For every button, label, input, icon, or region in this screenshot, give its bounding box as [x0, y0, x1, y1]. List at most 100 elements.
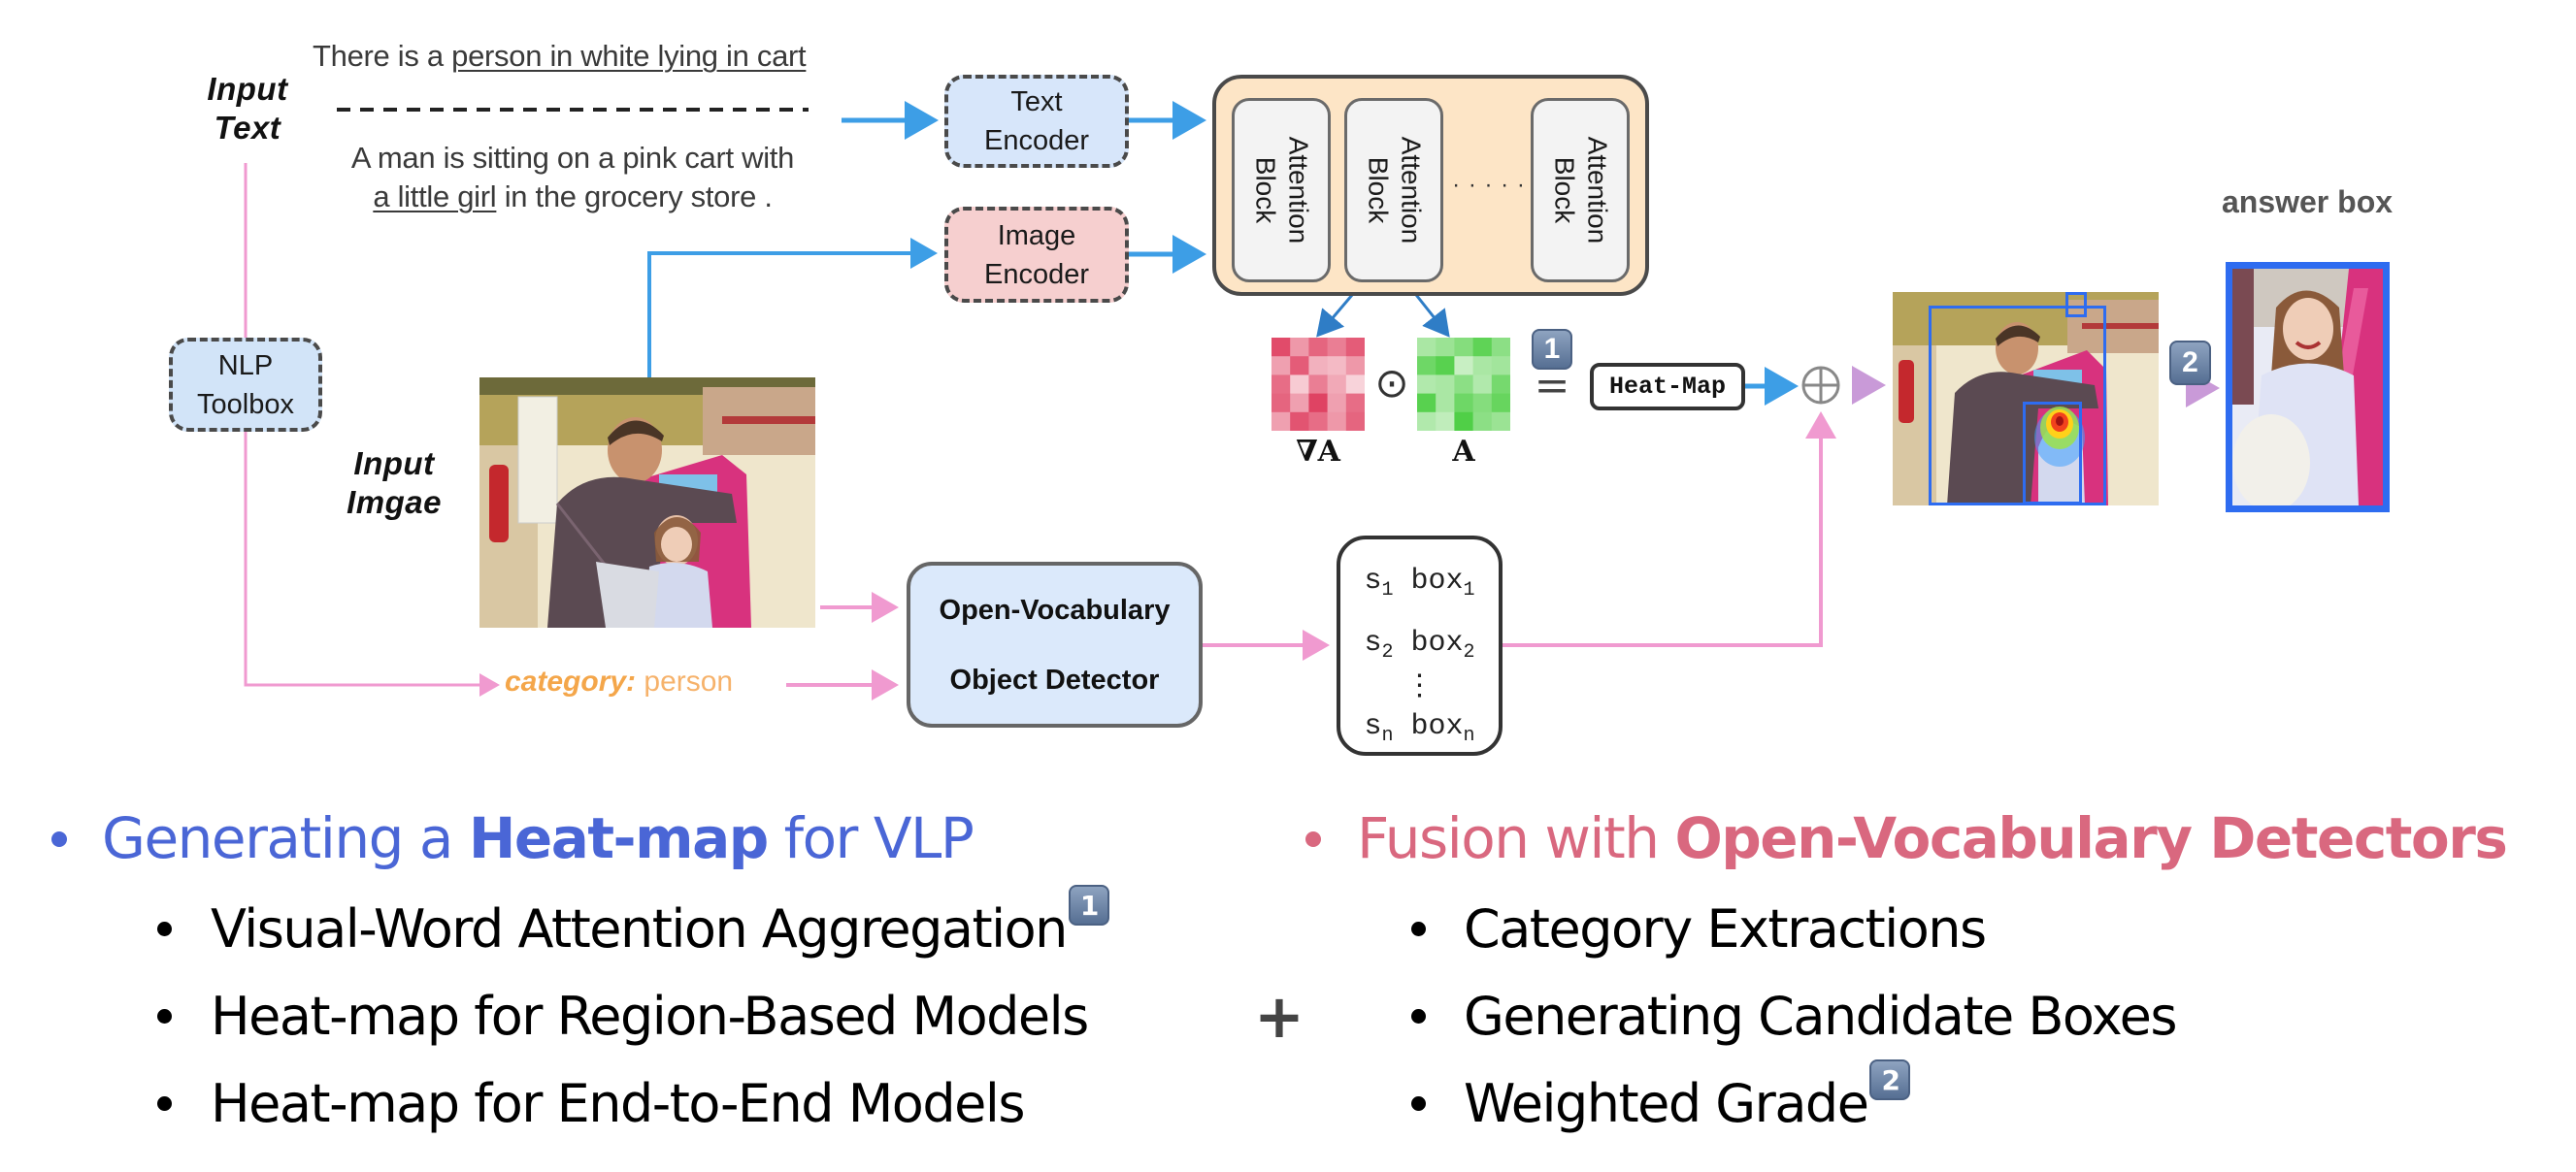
attention-matrix [1417, 338, 1510, 431]
bullet-dot [1411, 1009, 1426, 1024]
attention-matrix-cell [1472, 393, 1493, 413]
attention-matrix-cell [1454, 374, 1474, 395]
gradient-matrix-cell [1308, 356, 1329, 375]
text-encoder-line1: Text [1010, 86, 1063, 117]
gradient-matrix-cell [1271, 374, 1291, 395]
step-1-badge: 1 [1532, 329, 1572, 370]
box-symbol: box [1410, 710, 1464, 743]
attention-block-n: Attention Block [1531, 98, 1630, 282]
input-text-label-line2: Text [214, 110, 281, 146]
candidate-box-man [1929, 306, 2106, 505]
attention-matrix-cell [1436, 356, 1455, 375]
bullet-dot [1305, 831, 1321, 847]
input-text-label-line1: Input [207, 71, 288, 107]
plus-icon: + [1254, 981, 1305, 1052]
gradient-matrix-cell [1308, 393, 1329, 413]
gradient-matrix-cell [1345, 374, 1365, 395]
score-vertical-ellipsis: ⋮ [1404, 668, 1435, 702]
sentence-1: There is a person in white lying in cart [313, 39, 807, 74]
step-2-badge: 2 [2169, 341, 2211, 385]
score-symbol: s [1364, 565, 1382, 598]
gradient-matrix-cell [1290, 338, 1309, 357]
box-symbol: box [1410, 565, 1464, 598]
attention-block-1-line2: Block [1250, 156, 1280, 224]
attention-matrix-cell [1491, 411, 1510, 431]
right-item-1: Category Extractions [1464, 898, 1987, 960]
gradient-matrix-cell [1345, 338, 1365, 357]
score-row-2: s2 box2 [1340, 627, 1499, 664]
gradient-matrix-cell [1308, 374, 1329, 395]
category-key: category: [505, 666, 637, 698]
step-2-badge: 2 [1869, 1059, 1911, 1100]
gradient-matrix-cell [1271, 338, 1291, 357]
attention-block-1: Attention Block [1232, 98, 1331, 282]
attention-matrix-cell [1436, 411, 1455, 431]
nlp-toolbox-line2: Toolbox [197, 388, 294, 420]
arrow-image-to-image-encoder [647, 238, 938, 377]
text-encoder-box: Text Encoder [944, 75, 1129, 168]
gradient-matrix-cell [1271, 356, 1291, 375]
bullet-dot [1411, 922, 1426, 936]
attention-matrix-cell [1454, 356, 1474, 375]
category-label: category: person [505, 666, 733, 699]
bullet-dot [157, 1009, 172, 1024]
gradient-matrix-cell [1327, 374, 1347, 395]
left-item-3: Heat-map for End-to-End Models [211, 1073, 1025, 1134]
gradient-matrix-cell [1345, 411, 1365, 431]
left-item-1-text: Visual-Word Attention Aggregation [211, 898, 1068, 960]
score-subscript: 2 [1381, 641, 1394, 664]
open-vocabulary-detector-box: Open-Vocabulary Object Detector [907, 562, 1203, 728]
bullet-dot [51, 831, 67, 847]
gradient-matrix-cell [1271, 393, 1291, 413]
input-image-label-line1: Input [353, 445, 435, 481]
detection-result-image [1893, 292, 2159, 505]
left-heading-pre: Generating a [102, 805, 469, 871]
arrow-nlp-to-category [244, 432, 500, 697]
box-symbol: box [1410, 627, 1464, 660]
sentence-2: A man is sitting on a pink cart with a l… [337, 139, 809, 216]
score-subscript: 1 [1381, 579, 1394, 602]
attention-block-n-line2: Block [1549, 156, 1579, 224]
gradient-matrix-cell [1345, 356, 1365, 375]
score-row-n: sn boxn [1340, 710, 1499, 747]
equals-icon: = [1534, 361, 1570, 410]
input-image-label: Input Imgae [330, 444, 458, 522]
answer-box-image [2226, 262, 2390, 512]
attention-matrix-label: A [1452, 435, 1475, 469]
gradient-matrix-cell [1345, 393, 1365, 413]
attention-matrix-cell [1454, 411, 1474, 431]
sentence-2-line-2: a little girl in the grocery store . [337, 178, 809, 216]
right-heading: Fusion with Open-Vocabulary Detectors [1357, 805, 2508, 871]
attention-matrix-cell [1417, 338, 1437, 357]
input-image [479, 377, 815, 628]
box-subscript: 1 [1463, 579, 1475, 602]
gradient-matrix-label: ∇A [1296, 435, 1340, 469]
attention-matrix-cell [1417, 356, 1437, 375]
score-row-1: s1 box1 [1340, 565, 1499, 602]
nlp-toolbox-box: NLP Toolbox [169, 338, 322, 432]
gradient-matrix-cell [1327, 338, 1347, 357]
attention-matrix-cell [1491, 356, 1510, 375]
attention-matrix-cell [1472, 338, 1493, 357]
right-heading-pre: Fusion with [1357, 805, 1675, 871]
gradient-matrix-cell [1327, 356, 1347, 375]
attention-matrix-cell [1491, 374, 1510, 395]
box-subscript: 2 [1463, 641, 1475, 664]
step-1-badge: 1 [1068, 885, 1109, 926]
attention-matrix-cell [1436, 338, 1455, 357]
box-subscript: n [1463, 725, 1475, 747]
attention-matrix-cell [1472, 356, 1493, 375]
gradient-matrix-cell [1290, 393, 1309, 413]
attention-matrix-cell [1472, 374, 1493, 395]
image-encoder-line1: Image [997, 219, 1076, 251]
gradient-matrix-cell [1327, 411, 1347, 431]
arrow-scores-to-fusion [1502, 411, 1836, 647]
gradient-matrix-cell [1290, 374, 1309, 395]
attention-stack: Attention Block Attention Block · · · · … [1212, 75, 1649, 296]
gradient-matrix-cell [1308, 411, 1329, 431]
left-item-2: Heat-map for Region-Based Models [211, 986, 1089, 1047]
attention-matrix-cell [1436, 393, 1455, 413]
attention-matrix-cell [1491, 338, 1510, 357]
text-encoder-line2: Encoder [983, 125, 1089, 156]
